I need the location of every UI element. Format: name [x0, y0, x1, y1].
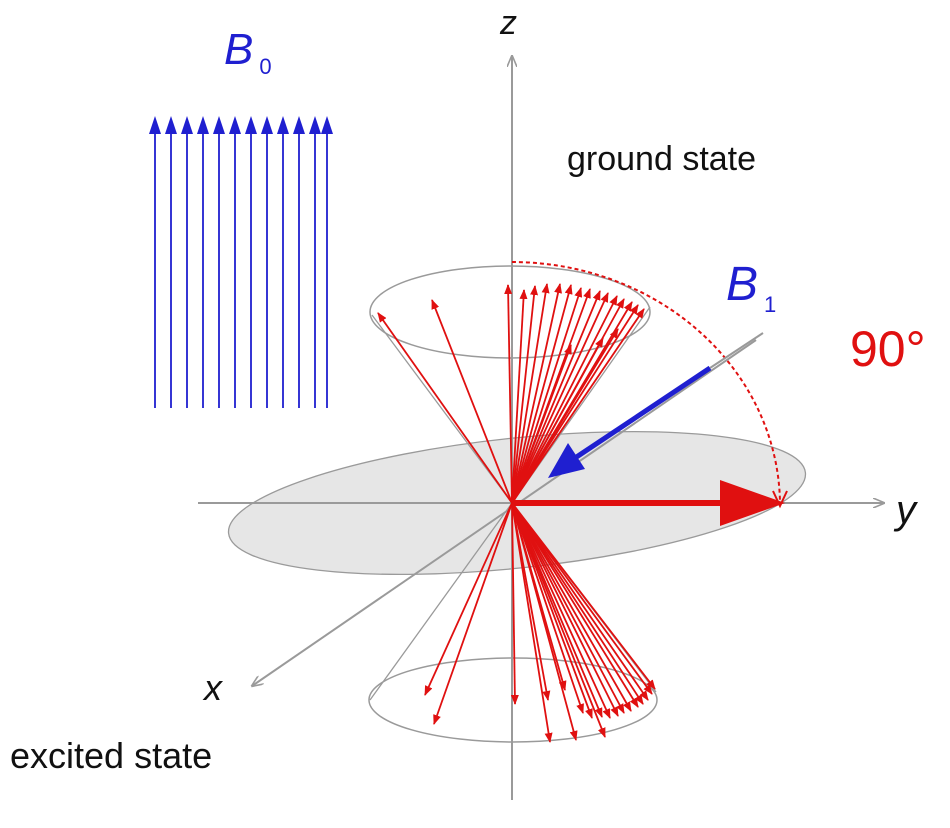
- b1-subscript: 1: [764, 292, 776, 317]
- b0-field-arrowhead: [213, 116, 225, 134]
- b0-field-arrowhead: [149, 116, 161, 134]
- b0-field-arrowhead: [229, 116, 241, 134]
- ground-state-label: ground state: [567, 140, 756, 178]
- b0-field-arrowhead: [261, 116, 273, 134]
- excited-state-label: excited state: [10, 735, 212, 776]
- b0-field-arrowhead: [321, 116, 333, 134]
- angle-label: 90°: [850, 321, 926, 377]
- b0-symbol: B: [224, 25, 253, 74]
- b0-field-lines: [149, 116, 333, 408]
- b0-field-arrowhead: [293, 116, 305, 134]
- y-axis-label: y: [893, 488, 919, 532]
- b1-symbol: B: [726, 258, 758, 311]
- b0-label: B 0: [224, 25, 272, 79]
- b1-axis-extension: [710, 333, 763, 368]
- b0-subscript: 0: [259, 54, 271, 79]
- b1-label: B 1: [726, 258, 776, 317]
- x-axis-label: x: [202, 667, 224, 708]
- b0-field-arrowhead: [197, 116, 209, 134]
- b0-field-arrowhead: [165, 116, 177, 134]
- b0-field-arrowhead: [245, 116, 257, 134]
- z-axis-label: z: [499, 4, 517, 42]
- b0-field-arrowhead: [277, 116, 289, 134]
- b0-field-arrowhead: [309, 116, 321, 134]
- b0-field-arrowhead: [181, 116, 193, 134]
